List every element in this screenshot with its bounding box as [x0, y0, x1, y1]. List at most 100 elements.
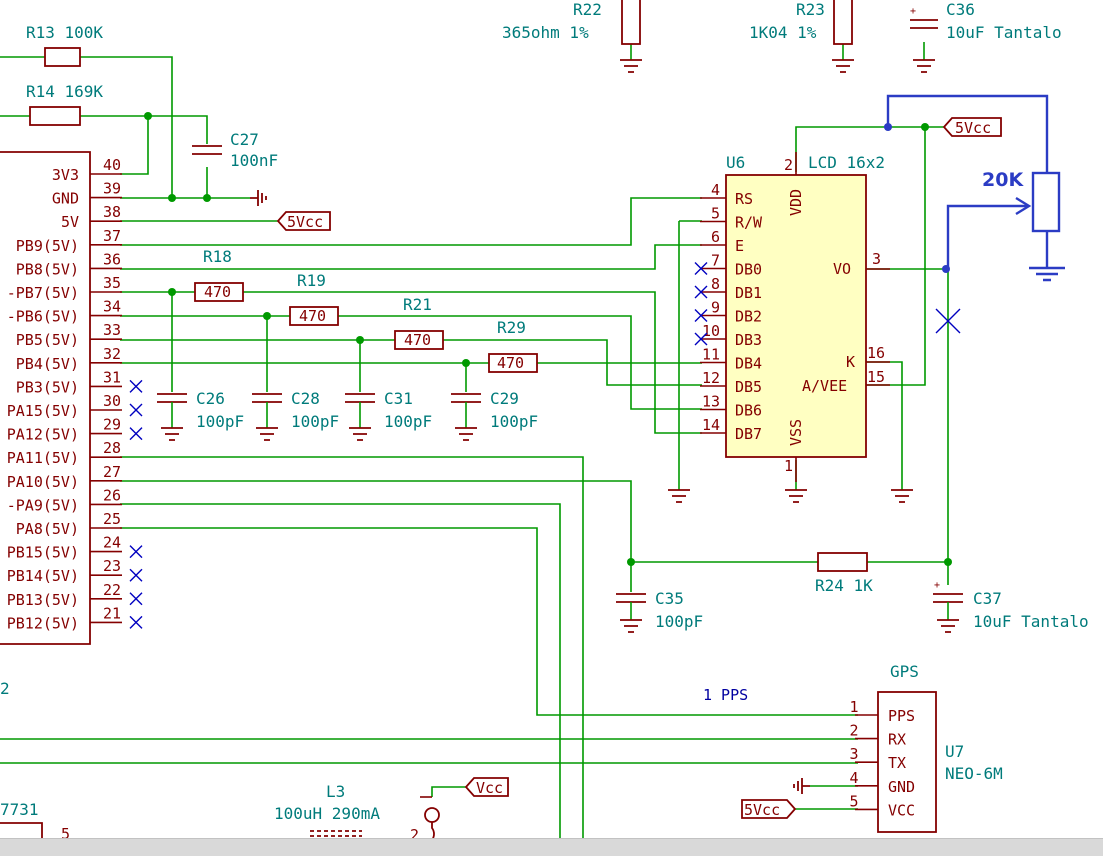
lcd-pin-number: 14: [702, 416, 720, 434]
no-connect-x: [694, 309, 708, 322]
header-pin-name: -PA9(5V): [7, 496, 79, 514]
resistor-r19[interactable]: 470 R19: [289, 271, 339, 326]
lcd-pin-name: DB2: [735, 308, 762, 326]
resistor-r24[interactable]: R24 1K: [815, 552, 873, 595]
header-pin-name: PA10(5V): [7, 473, 79, 491]
header-pin-name: PA8(5V): [16, 520, 79, 538]
capacitor-c27[interactable]: C27 100nF: [192, 130, 278, 170]
lcd-pin-name: E: [735, 237, 744, 255]
svg-text:C31: C31: [384, 389, 413, 408]
svg-text:A/VEE: A/VEE: [802, 377, 847, 395]
svg-text:2: 2: [784, 156, 793, 174]
header-pin-name: PB13(5V): [7, 591, 79, 609]
potentiometer-20k[interactable]: 20K: [884, 94, 1065, 282]
gps-pin-number: 5: [849, 792, 858, 810]
header-pin-number: 23: [103, 557, 121, 575]
svg-text:C35: C35: [655, 589, 684, 608]
lcd-pin-number: 6: [711, 228, 720, 246]
power-label-5vcc-gps: 5Vcc: [741, 799, 797, 819]
header-pin-name: PA11(5V): [7, 449, 79, 467]
resistor-r22[interactable]: R22 365ohm 1%: [502, 0, 641, 45]
svg-text:470: 470: [404, 331, 431, 349]
svg-text:R29: R29: [497, 318, 526, 337]
resistor-r29[interactable]: 470 R29: [488, 318, 538, 373]
header-pin-35[interactable]: 35-PB7(5V): [7, 274, 122, 302]
resistor-r23[interactable]: R23 1K04 1%: [749, 0, 853, 45]
svg-text:C27: C27: [230, 130, 259, 149]
svg-text:1: 1: [784, 457, 793, 475]
resistor-r18[interactable]: 470 R18: [194, 247, 244, 302]
ground-icon: [832, 59, 854, 73]
svg-text:100uH 290mA: 100uH 290mA: [274, 804, 380, 823]
capacitor-c35[interactable]: C35 100pF: [616, 589, 703, 631]
gps-pin-name: TX: [888, 754, 906, 772]
svg-text:R24 1K: R24 1K: [815, 576, 873, 595]
header-pin-name: PB3(5V): [16, 378, 79, 396]
header-connector[interactable]: 403V339GND385V37PB9(5V)36PB8(5V)35-PB7(5…: [0, 151, 143, 698]
header-pin-number: 26: [103, 486, 121, 504]
svg-text:GPS: GPS: [890, 662, 919, 681]
header-pin-26[interactable]: 26 -PA9(5V): [7, 486, 122, 514]
lcd-pin-name: DB0: [735, 261, 762, 279]
resistor-r14[interactable]: R14 169K: [26, 82, 103, 126]
resistor-r13[interactable]: R13 100K: [26, 23, 103, 67]
capacitor-c36[interactable]: + C36 10uF Tantalo: [910, 0, 1062, 42]
svg-text:LCD 16x2: LCD 16x2: [808, 153, 885, 172]
svg-text:K: K: [846, 353, 855, 371]
header-pin-number: 27: [103, 463, 121, 481]
header-pin-number: 37: [103, 227, 121, 245]
svg-text:R19: R19: [297, 271, 326, 290]
power-label-vcc: Vcc: [464, 777, 509, 797]
no-connect-x: [129, 568, 143, 582]
lcd-pin-number: 7: [711, 252, 720, 270]
header-pin-34[interactable]: 34-PB6(5V): [7, 298, 122, 326]
header-pin-number: 31: [103, 368, 121, 386]
capacitor-c37[interactable]: + C37 10uF Tantalo: [933, 580, 1089, 631]
svg-text:100pF: 100pF: [655, 612, 703, 631]
horizontal-scrollbar[interactable]: [0, 838, 1103, 856]
inductor-l3[interactable]: L3 100uH 290mA 5 2: [274, 782, 440, 840]
resistor-r21[interactable]: 470 R21: [394, 295, 444, 350]
